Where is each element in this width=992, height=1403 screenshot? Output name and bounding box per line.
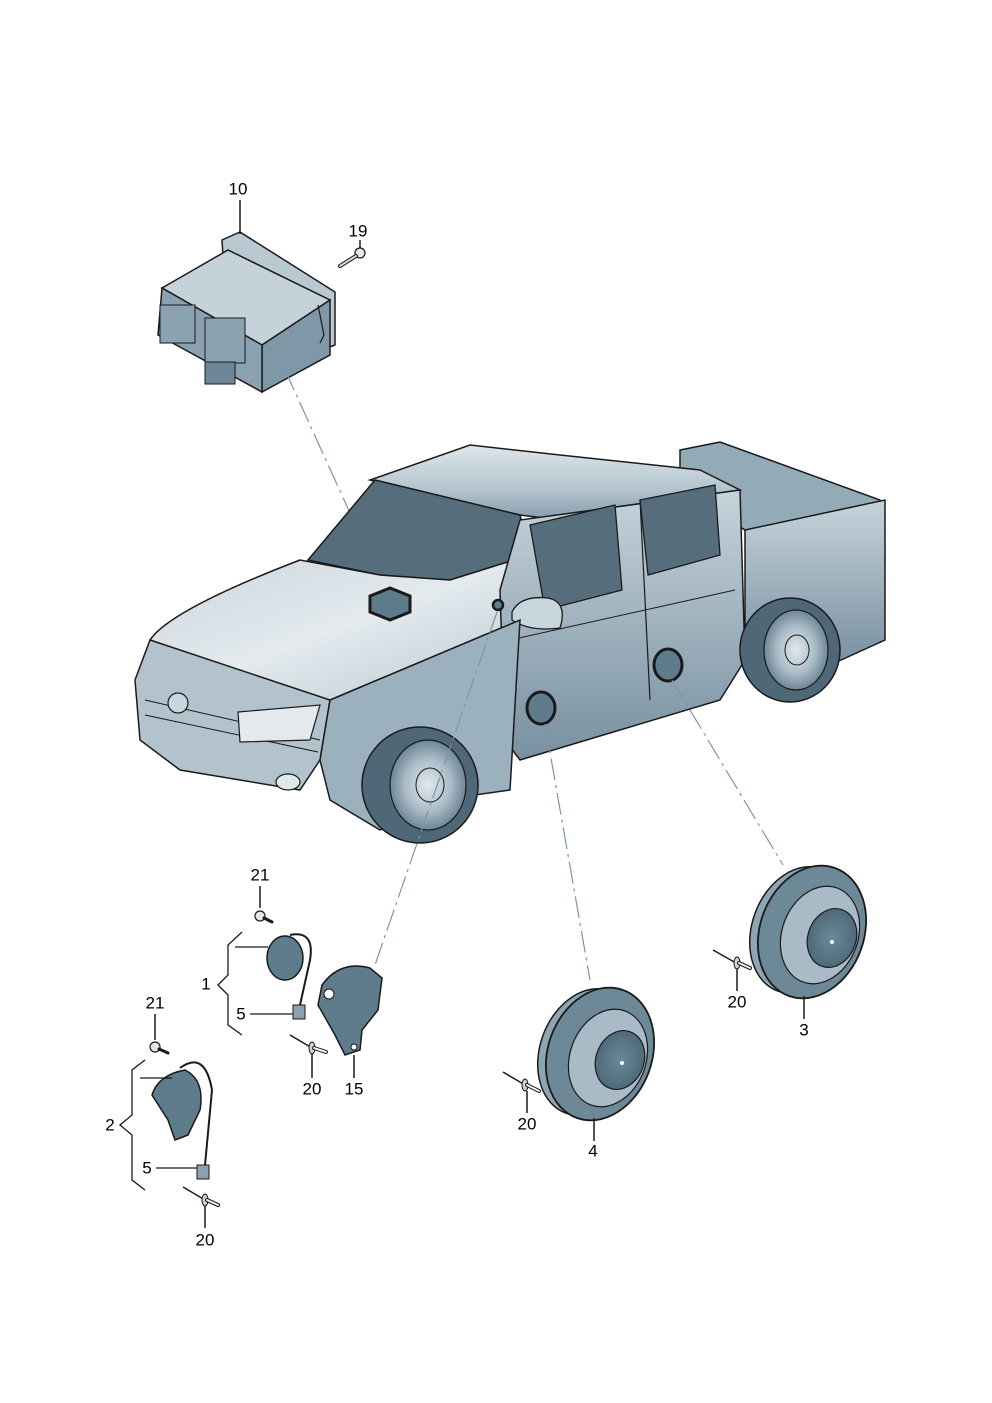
rivet-part-20b[interactable] bbox=[182, 1186, 220, 1207]
loudspeaker-part-4[interactable] bbox=[521, 972, 672, 1135]
control-unit-location-marker[interactable] bbox=[368, 586, 412, 622]
part-label-19[interactable]: 19 bbox=[348, 221, 368, 241]
dashed-leader-4 bbox=[544, 723, 591, 981]
part-label-20[interactable]: 20 bbox=[517, 1114, 537, 1134]
part-label-21[interactable]: 21 bbox=[250, 865, 270, 885]
dashed-leader-10 bbox=[284, 369, 386, 591]
part-label-5[interactable]: 5 bbox=[236, 1004, 246, 1024]
part-label-20[interactable]: 20 bbox=[195, 1230, 215, 1250]
part-label-21[interactable]: 21 bbox=[145, 993, 165, 1013]
part-label-20[interactable]: 20 bbox=[727, 992, 747, 1012]
part-label-4[interactable]: 4 bbox=[588, 1141, 598, 1161]
badge-icon bbox=[167, 692, 189, 714]
part-label-10[interactable]: 10 bbox=[228, 179, 248, 199]
part-label-1[interactable]: 1 bbox=[201, 974, 211, 994]
part-label-15[interactable]: 15 bbox=[344, 1079, 364, 1099]
part-label-3[interactable]: 3 bbox=[799, 1020, 809, 1040]
loudspeaker-part-3[interactable] bbox=[733, 850, 884, 1013]
vehicle-illustration bbox=[134, 441, 886, 844]
front-speaker-location-marker[interactable] bbox=[525, 690, 557, 726]
bracket-2 bbox=[118, 1059, 146, 1191]
rivet-part-20c[interactable] bbox=[502, 1071, 541, 1093]
horn-assembly-part-1[interactable] bbox=[254, 910, 312, 1020]
part-label-2[interactable]: 2 bbox=[105, 1115, 115, 1135]
rivet-part-20a[interactable] bbox=[289, 1034, 328, 1055]
dashed-leader-15 bbox=[374, 611, 498, 966]
bracket-part-15[interactable] bbox=[317, 965, 383, 1056]
part-label-20[interactable]: 20 bbox=[302, 1079, 322, 1099]
rivet-part-20d[interactable] bbox=[712, 949, 752, 970]
dashed-leader-3 bbox=[671, 679, 784, 866]
screw-part-19[interactable] bbox=[338, 247, 366, 268]
rear-speaker-location-marker[interactable] bbox=[652, 647, 684, 683]
control-unit-part-10[interactable] bbox=[157, 231, 336, 394]
part-label-5[interactable]: 5 bbox=[142, 1158, 152, 1178]
horn-assembly-part-2[interactable] bbox=[149, 1041, 214, 1180]
horn-location-marker[interactable] bbox=[491, 598, 505, 612]
bracket-1 bbox=[217, 931, 243, 1036]
